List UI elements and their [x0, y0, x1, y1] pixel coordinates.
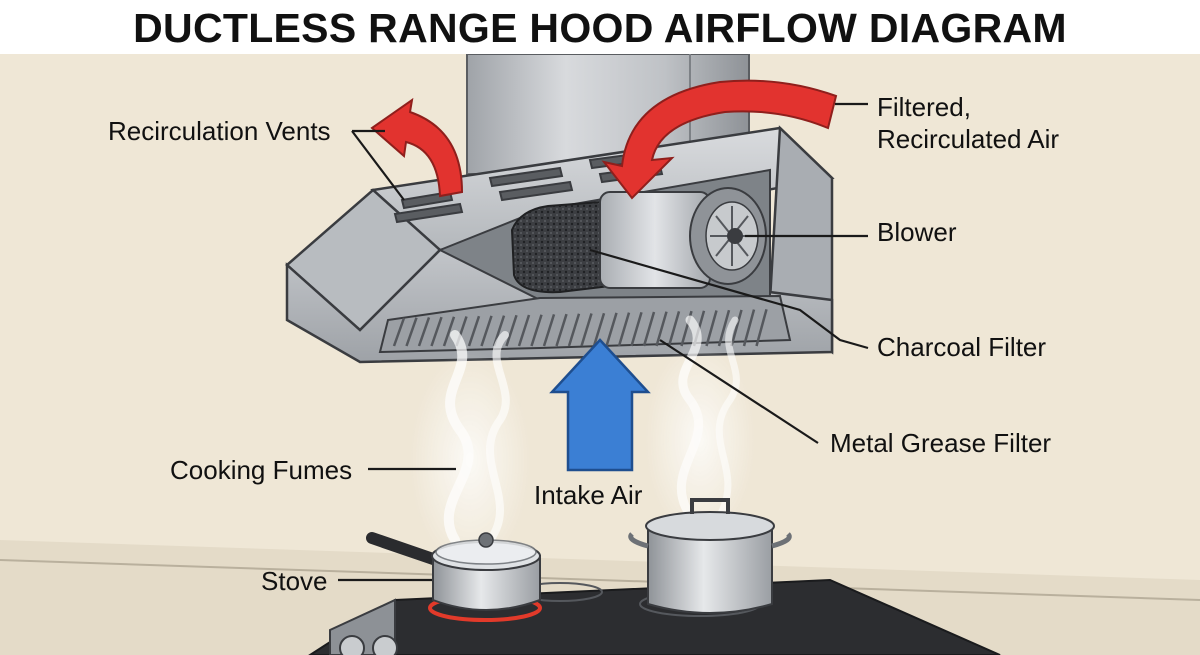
grease-filter-slat — [442, 316, 456, 347]
charcoal-filter-icon — [510, 200, 612, 294]
grease-filter-slat — [542, 314, 556, 347]
grease-filter-slat — [580, 313, 593, 347]
label-charcoal-filter: Charcoal Filter — [877, 332, 1047, 362]
intake-air-arrow — [549, 338, 651, 472]
blower-icon — [599, 187, 767, 289]
grease-filter-slat — [642, 311, 656, 347]
label-cooking-fumes: Cooking Fumes — [170, 455, 353, 485]
label-filtered-line1: Filtered, — [877, 92, 971, 122]
label-intake-air: Intake Air — [534, 480, 643, 510]
grease-filter-slat — [467, 315, 481, 347]
diagram-title: DUCTLESS RANGE HOOD AIRFLOW DIAGRAM — [0, 2, 1200, 54]
grease-filter-slat — [492, 315, 506, 347]
leader-lines — [338, 102, 869, 582]
grease-filter-slat — [630, 311, 643, 347]
grease-filter-slat — [555, 313, 568, 347]
grease-filter-slat — [655, 311, 668, 347]
grease-filter-slat — [742, 309, 756, 347]
grease-filter-slat — [717, 309, 731, 347]
grease-filter-slat — [667, 311, 681, 347]
pot-icon — [628, 498, 792, 614]
counter-line — [0, 559, 1200, 601]
grease-filter-slat — [530, 314, 543, 347]
label-filtered-line2: Recirculated Air — [877, 124, 1060, 154]
grease-filter-slat — [417, 316, 431, 347]
recirculation-arrow-left — [370, 97, 464, 198]
grease-filter-slat — [730, 309, 743, 347]
label-blower: Blower — [877, 217, 957, 247]
grease-filter-slat — [755, 308, 768, 347]
grease-filter-slat — [505, 314, 518, 347]
grease-filter-slat — [405, 317, 418, 347]
label-recirculation-vents: Recirculation Vents — [108, 116, 331, 146]
label-stove: Stove — [261, 566, 328, 596]
grease-filter-slat — [392, 317, 406, 347]
grease-filter-slat — [567, 313, 581, 347]
grease-filter-slat — [705, 310, 718, 347]
grease-filter-icon — [378, 294, 792, 354]
grease-filter-slat — [480, 315, 493, 347]
recirculation-arrow-right — [601, 79, 838, 200]
grease-filter-slat — [617, 312, 631, 347]
grease-filter-slat — [605, 312, 618, 347]
saucepan-icon — [366, 532, 541, 611]
grease-filter-slat — [517, 314, 531, 347]
steam-icon — [410, 315, 755, 570]
grease-filter-slat — [592, 312, 606, 347]
grease-filter-slat — [430, 316, 443, 347]
label-metal-grease-filter: Metal Grease Filter — [830, 428, 1052, 458]
